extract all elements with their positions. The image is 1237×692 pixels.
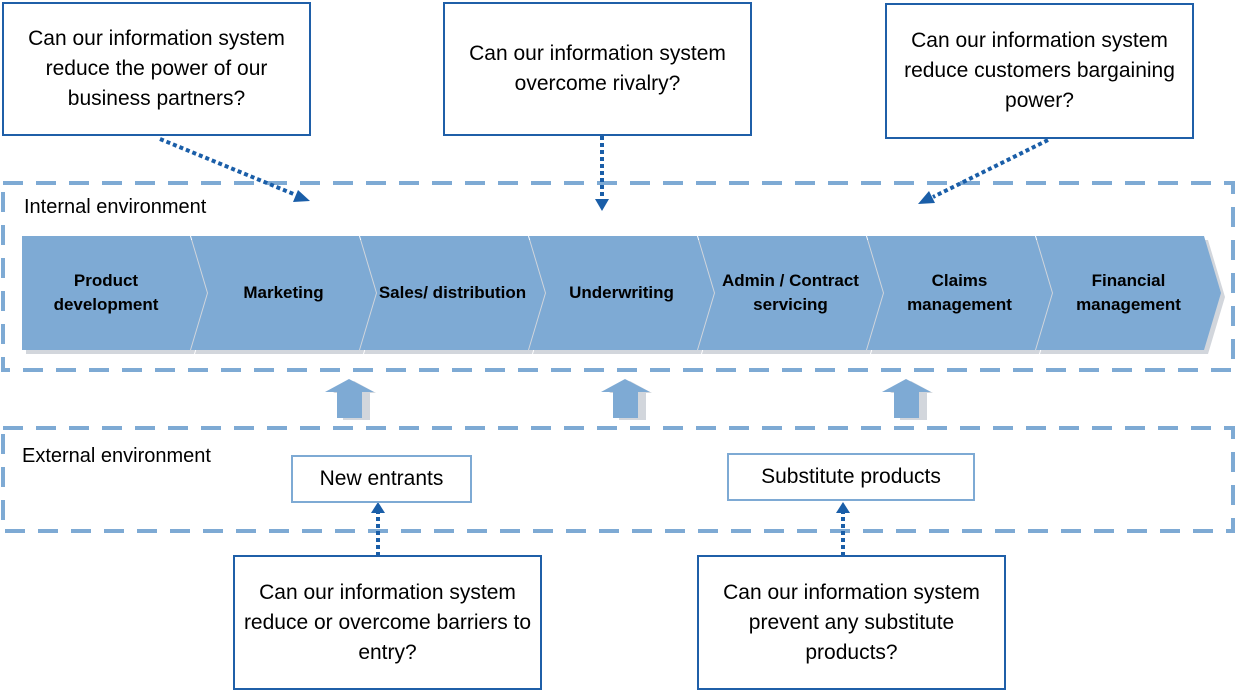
- value-chain-step: [529, 236, 714, 350]
- question-box-barriers-to-entry: Can our information system reduce or ove…: [233, 555, 542, 690]
- value-chain-step-label: Financial management: [1076, 271, 1181, 314]
- value-chain-step: [360, 236, 545, 350]
- value-chain-step-label: Underwriting: [569, 283, 674, 302]
- value-chain-step: [867, 236, 1052, 350]
- value-chain-step: [1036, 236, 1221, 350]
- question-box-customers: Can our information system reduce custom…: [885, 3, 1194, 139]
- value-chain-step: [698, 236, 883, 350]
- internal-environment-frame: [1, 181, 1235, 372]
- substitute-products-box: Substitute products: [727, 453, 975, 501]
- dotted-arrow-icon: [836, 502, 850, 556]
- external-environment-label: External environment: [22, 445, 211, 467]
- value-chain-step: [191, 236, 376, 350]
- value-chain-step-label: Claims management: [907, 271, 1012, 314]
- internal-environment-label: Internal environment: [24, 196, 207, 218]
- dotted-arrow-icon: [371, 502, 385, 556]
- external-environment-frame: [1, 426, 1235, 533]
- value-chain-step-label: Product development: [53, 271, 159, 314]
- dotted-arrow-icon: [918, 138, 1049, 204]
- question-box-business-partners: Can our information system reduce the po…: [2, 2, 311, 136]
- value-chain-step-label: Marketing: [243, 283, 324, 302]
- up-arrow-icon: [325, 379, 376, 420]
- up-arrow-icon: [882, 379, 933, 420]
- dotted-arrow-icon: [159, 137, 310, 202]
- dotted-arrow-icon: [595, 136, 609, 211]
- question-box-rivalry: Can our information system overcome riva…: [443, 2, 752, 136]
- new-entrants-box: New entrants: [291, 455, 472, 503]
- value-chain-step-label: Sales/ distribution: [378, 283, 527, 302]
- value-chain-step-label: Admin / Contract servicing: [722, 271, 859, 314]
- up-arrow-icon: [601, 379, 652, 420]
- value-chain-step: [22, 236, 207, 350]
- question-box-substitutes: Can our information system prevent any s…: [697, 555, 1006, 690]
